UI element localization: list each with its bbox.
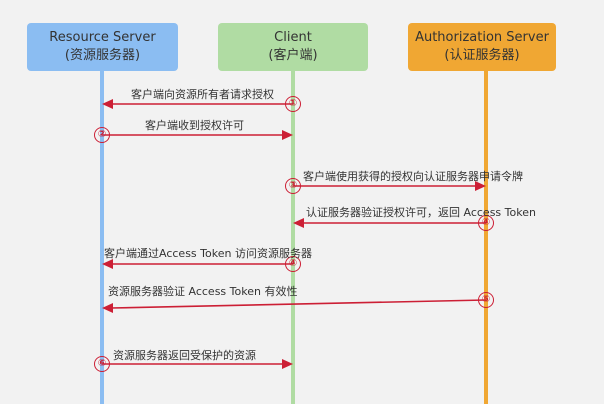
step-4-number: ④ — [478, 215, 494, 231]
step-5-arrow-head — [102, 259, 113, 269]
resource-server-lifeline — [100, 71, 104, 404]
step-7-label: 资源服务器返回受保护的资源 — [113, 349, 256, 362]
step-7-number: ⑥ — [94, 356, 110, 372]
client-box: Client (客户端) — [218, 23, 368, 71]
step-2-arrow-head — [282, 130, 293, 140]
step-2-number: ② — [94, 127, 110, 143]
step-1-arrow-head — [102, 99, 113, 109]
step-2-label: 客户端收到授权许可 — [145, 119, 244, 132]
step-4-arrow-head — [293, 218, 304, 228]
step-4-label: 认证服务器验证授权许可，返回 Access Token — [306, 206, 536, 219]
client-lifeline — [291, 71, 295, 404]
authorization-server-subtitle: (认证服务器) — [444, 48, 520, 63]
step-3-label: 客户端使用获得的授权向认证服务器申请令牌 — [303, 170, 523, 183]
resource-server-subtitle: (资源服务器) — [64, 48, 141, 63]
step-3-arrow-head — [475, 181, 486, 191]
step-5-number: ④ — [285, 256, 301, 272]
step-5-label: 客户端通过Access Token 访问资源服务器 — [104, 247, 312, 260]
resource-server-box: Resource Server (资源服务器) — [27, 23, 178, 71]
step-1-number: ① — [285, 96, 301, 112]
step-3-number: ③ — [285, 178, 301, 194]
step-6-arrow-head — [102, 303, 113, 313]
authorization-server-box: Authorization Server (认证服务器) — [408, 23, 556, 71]
step-1-label: 客户端向资源所有者请求授权 — [131, 88, 274, 101]
client-name: Client — [274, 30, 312, 45]
client-subtitle: (客户端) — [268, 48, 318, 63]
step-6-arrow-line — [110, 299, 487, 309]
step-7-arrow-head — [282, 359, 293, 369]
authorization-server-name: Authorization Server — [415, 30, 549, 45]
step-6-number: ⑤ — [478, 292, 494, 308]
authorization-server-lifeline — [484, 71, 488, 404]
resource-server-name: Resource Server — [49, 30, 156, 45]
step-6-label: 资源服务器验证 Access Token 有效性 — [108, 285, 298, 298]
